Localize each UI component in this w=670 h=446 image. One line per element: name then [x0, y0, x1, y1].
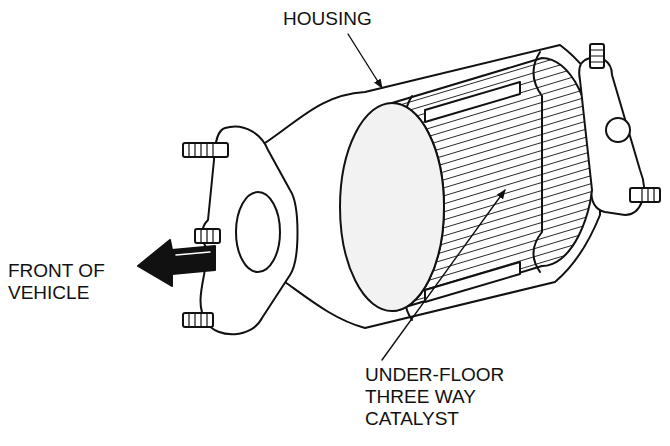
drawing-part [189, 143, 213, 157]
part-label: UNDER-FLOOR THREE WAY CATALYST [365, 364, 535, 430]
leader-line [382, 190, 505, 360]
drawing-part [642, 188, 654, 202]
catalyst-face [340, 103, 444, 311]
label-box: FRONT OF VEHICLE [8, 260, 120, 304]
drawing-part [590, 50, 604, 62]
drawing-part [183, 313, 213, 327]
drawing-part [183, 143, 228, 157]
stud [183, 313, 213, 327]
flange-hole [606, 118, 630, 142]
stud [195, 229, 220, 243]
label-box: HOUSING [283, 8, 413, 30]
stud [590, 44, 604, 68]
stud [630, 188, 660, 202]
drawing-part [195, 229, 220, 243]
housing-shell [262, 45, 600, 328]
direction-label: FRONT OF VEHICLE [8, 260, 120, 304]
drawing-part [189, 313, 207, 327]
housing-seam [533, 52, 542, 272]
drawing-part [630, 188, 660, 202]
leader-line [348, 34, 382, 88]
mat-strap [425, 82, 520, 122]
drawing-part [590, 44, 604, 68]
drawing-part [300, 30, 650, 359]
direction-arrow [138, 240, 215, 286]
drawing-part [201, 229, 213, 243]
label-box: UNDER-FLOOR THREE WAY CATALYST [365, 364, 535, 430]
arrow-highlight [176, 252, 210, 255]
part-label: HOUSING [283, 8, 372, 30]
flange-hole [236, 192, 280, 272]
drawing-part [138, 30, 660, 360]
stud [183, 143, 228, 157]
substrate-lines [300, 30, 650, 359]
